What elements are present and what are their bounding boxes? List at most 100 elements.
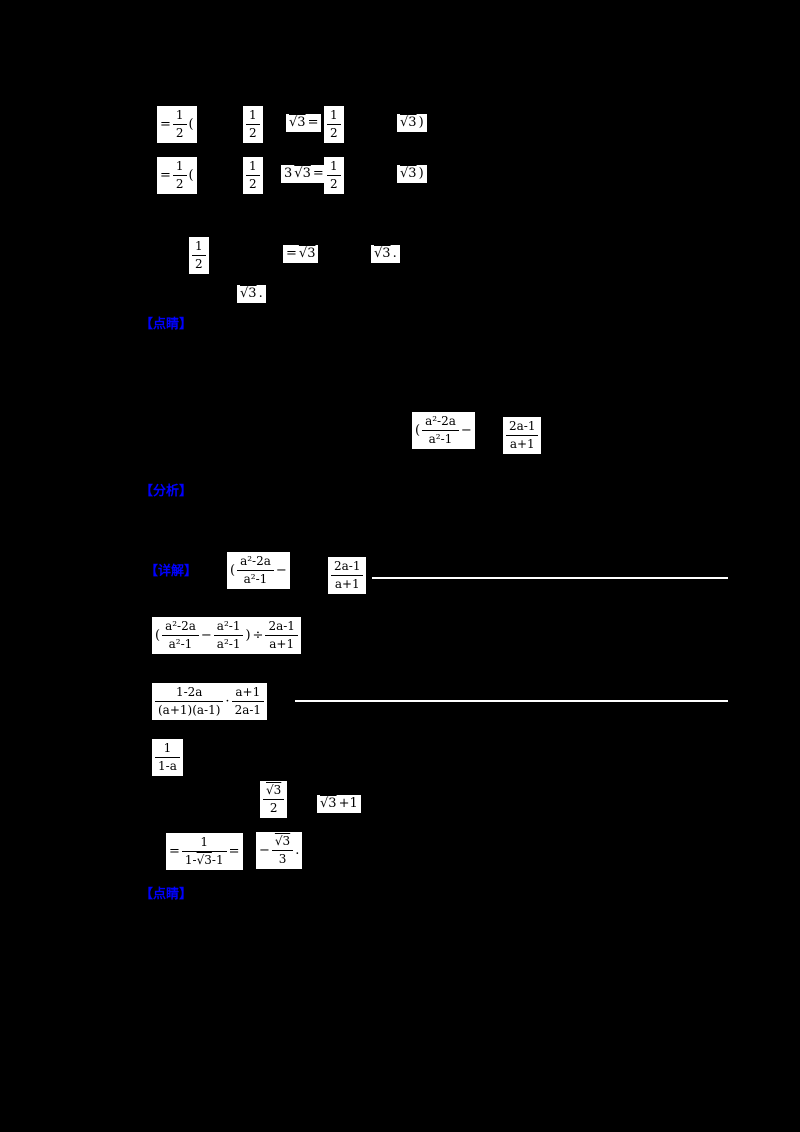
multiply-operator: · <box>225 693 230 709</box>
fraction-numerator: a²-2a <box>237 554 274 572</box>
eq-token: ) <box>418 115 424 130</box>
eq-box: ( a²-2a a²-1 − <box>412 412 475 450</box>
eq-box: 1-2a (a+1)(a-1) · a+1 2a-1 <box>152 683 268 721</box>
radical: √3 <box>266 783 282 797</box>
fraction-denominator: 1-a <box>158 759 177 774</box>
fraction-denominator: 2 <box>175 177 184 192</box>
solution-label: 【点睛】 <box>140 317 193 332</box>
fraction-denominator: 2 <box>249 177 257 192</box>
eq-token: − <box>275 562 287 578</box>
eq-box: = 1 2 ( <box>157 106 197 144</box>
eq-box: 1 2 <box>324 157 344 195</box>
eq-token: ) <box>245 627 251 643</box>
fraction-denominator: 2 <box>249 126 257 141</box>
fraction: 1 2 <box>246 159 260 192</box>
fraction: 1 2 <box>327 159 341 192</box>
fraction-denominator: 1-√3-1 <box>182 852 227 868</box>
eq-box: 2a-1 a+1 <box>328 557 367 595</box>
eq-token: ) <box>418 166 424 181</box>
fraction-numerator: 1 <box>155 741 180 759</box>
eq-token: . <box>295 842 300 858</box>
radical: √3 <box>196 853 212 868</box>
fraction: a²-2a a²-1 <box>162 619 199 652</box>
eq-token: = <box>169 843 180 859</box>
solution-label: 【详解】 <box>145 564 198 579</box>
fraction: 1 2 <box>246 108 260 141</box>
fraction: 1 2 <box>192 239 206 272</box>
eq-token: ( <box>415 422 421 438</box>
fraction-denominator: a+1 <box>509 437 535 452</box>
fraction-denominator: a+1 <box>334 577 360 592</box>
fraction-denominator: 3 <box>278 852 287 867</box>
eq-box: √3 . <box>371 245 400 264</box>
fraction-denominator: 2a-1 <box>234 703 262 718</box>
fraction-denominator: 2 <box>330 177 338 192</box>
fraction-numerator: 1 <box>246 159 260 177</box>
divider-line <box>372 577 728 579</box>
eq-token: = <box>312 166 324 181</box>
fraction-numerator: √3 <box>263 783 285 801</box>
eq-box: √3 = <box>286 114 322 133</box>
fraction-numerator: a²-1 <box>213 619 244 637</box>
radical: √3 <box>289 115 306 130</box>
eq-box: = √3 <box>283 245 319 264</box>
radical: √3 <box>240 286 257 301</box>
eq-token: ( <box>230 562 236 578</box>
fraction: a²-2a a²-1 <box>237 554 274 587</box>
eq-token: − <box>460 422 472 438</box>
eq-box: 1 2 <box>189 237 209 275</box>
fraction: 1-2a (a+1)(a-1) <box>155 685 224 718</box>
eq-box: 1 2 <box>243 157 263 195</box>
fraction-denominator: 2 <box>330 126 338 141</box>
fraction: a²-1 a²-1 <box>213 619 244 652</box>
divide-operator: ÷ <box>252 627 264 643</box>
minus-operator: − <box>259 842 270 858</box>
fraction: 2a-1 a+1 <box>265 619 298 652</box>
eq-token: +1 <box>338 796 358 811</box>
fraction-numerator: √3 <box>271 834 294 852</box>
fraction: a+1 2a-1 <box>231 685 265 718</box>
fraction-numerator: 1 <box>327 108 341 126</box>
eq-box: √3 +1 <box>317 795 361 814</box>
eq-box: √3 2 <box>260 781 288 819</box>
fraction-numerator: 1 <box>172 159 187 177</box>
fraction: 1 1-a <box>155 741 180 774</box>
solution-label: 【点睛】 <box>140 887 193 902</box>
fraction-numerator: 1 <box>246 108 260 126</box>
fraction: 2a-1 a+1 <box>331 559 364 592</box>
eq-box: = 1 1-√3-1 = <box>166 833 243 871</box>
radical: √3 <box>400 115 417 130</box>
fraction-numerator: a²-2a <box>162 619 199 637</box>
radical: √3 <box>274 834 291 848</box>
eq-box: 3 √3 = <box>281 165 327 184</box>
fraction: 1 2 <box>172 108 187 141</box>
radical: √3 <box>400 166 417 181</box>
fraction: 1 2 <box>172 159 187 192</box>
eq-box: 1 2 <box>324 106 344 144</box>
fraction-numerator: 1 <box>327 159 341 177</box>
fraction-denominator: a+1 <box>269 637 295 652</box>
eq-token: -1 <box>211 853 224 868</box>
fraction-numerator: 2a-1 <box>506 419 539 437</box>
eq-box: 1 1-a <box>152 739 183 777</box>
divider-line <box>295 700 728 702</box>
eq-token: = <box>307 115 319 130</box>
solution-label: 【分析】 <box>140 484 193 499</box>
fraction-denominator: 2 <box>195 257 203 272</box>
radical: √3 <box>374 246 391 261</box>
eq-token: 1- <box>184 853 197 868</box>
fraction-numerator: a²-2a <box>422 414 459 432</box>
fraction: 2a-1 a+1 <box>506 419 539 452</box>
minus-operator: − <box>200 627 212 643</box>
eq-box: √3 ) <box>397 165 427 184</box>
fraction-numerator: 2a-1 <box>265 619 298 637</box>
fraction-numerator: 2a-1 <box>331 559 364 577</box>
eq-token: . <box>258 286 263 301</box>
eq-box: ( a²-2a a²-1 − a²-1 a²-1 ) ÷ 2a-1 a+1 <box>152 617 301 655</box>
eq-token: = <box>286 246 297 261</box>
fraction: √3 2 <box>263 783 285 816</box>
eq-token: ( <box>155 627 161 643</box>
radical: √3 <box>320 796 337 811</box>
eq-box: = 1 2 ( <box>157 157 197 195</box>
